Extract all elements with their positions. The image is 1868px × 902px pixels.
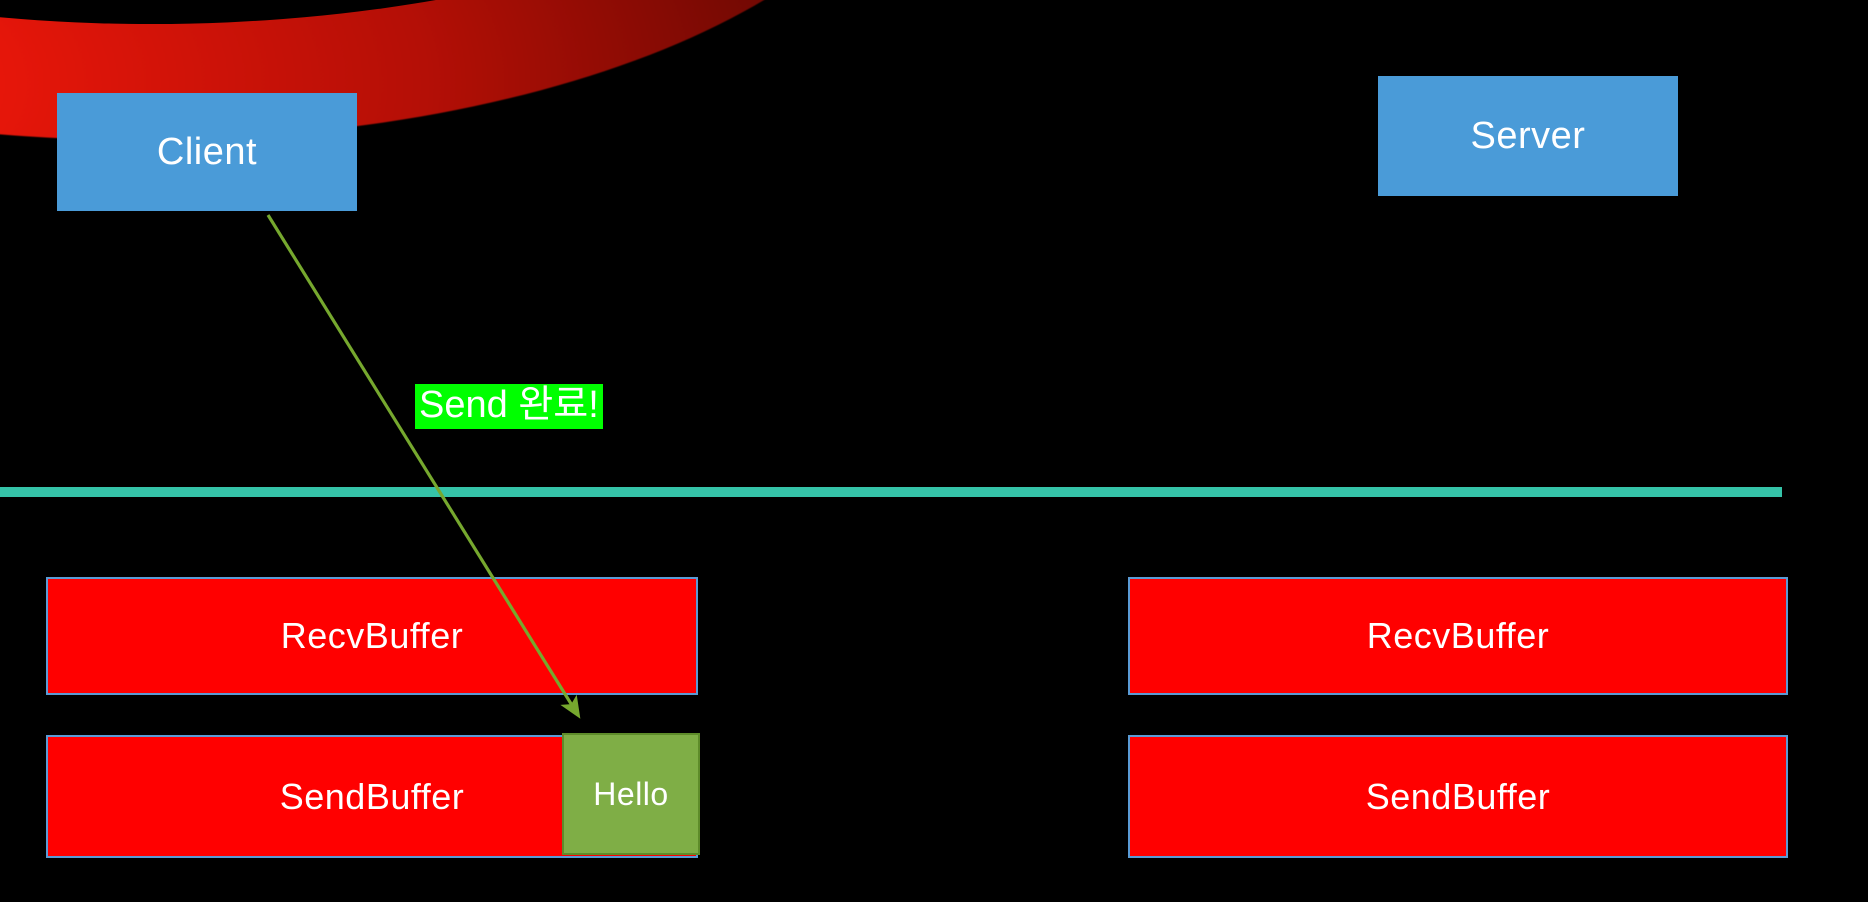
server-node[interactable]: Server [1378,76,1678,196]
horizontal-divider [0,487,1782,497]
client-node[interactable]: Client [57,93,357,211]
client-send-buffer-label: SendBuffer [279,775,465,817]
client-recv-buffer[interactable]: RecvBuffer [46,577,698,695]
server-send-buffer-label: SendBuffer [1365,775,1551,817]
server-send-buffer[interactable]: SendBuffer [1128,735,1788,858]
swoosh-mask [0,0,920,24]
send-complete-caption: Send 완료! [415,384,603,429]
hello-packet-label: Hello [593,775,669,812]
hello-packet-block[interactable]: Hello [562,733,700,855]
client-recv-buffer-label: RecvBuffer [280,615,464,656]
server-node-label: Server [1470,114,1586,157]
server-recv-buffer-label: RecvBuffer [1366,615,1550,656]
swoosh-streak-1 [0,0,890,41]
client-node-label: Client [156,130,258,173]
server-recv-buffer[interactable]: RecvBuffer [1128,577,1788,695]
